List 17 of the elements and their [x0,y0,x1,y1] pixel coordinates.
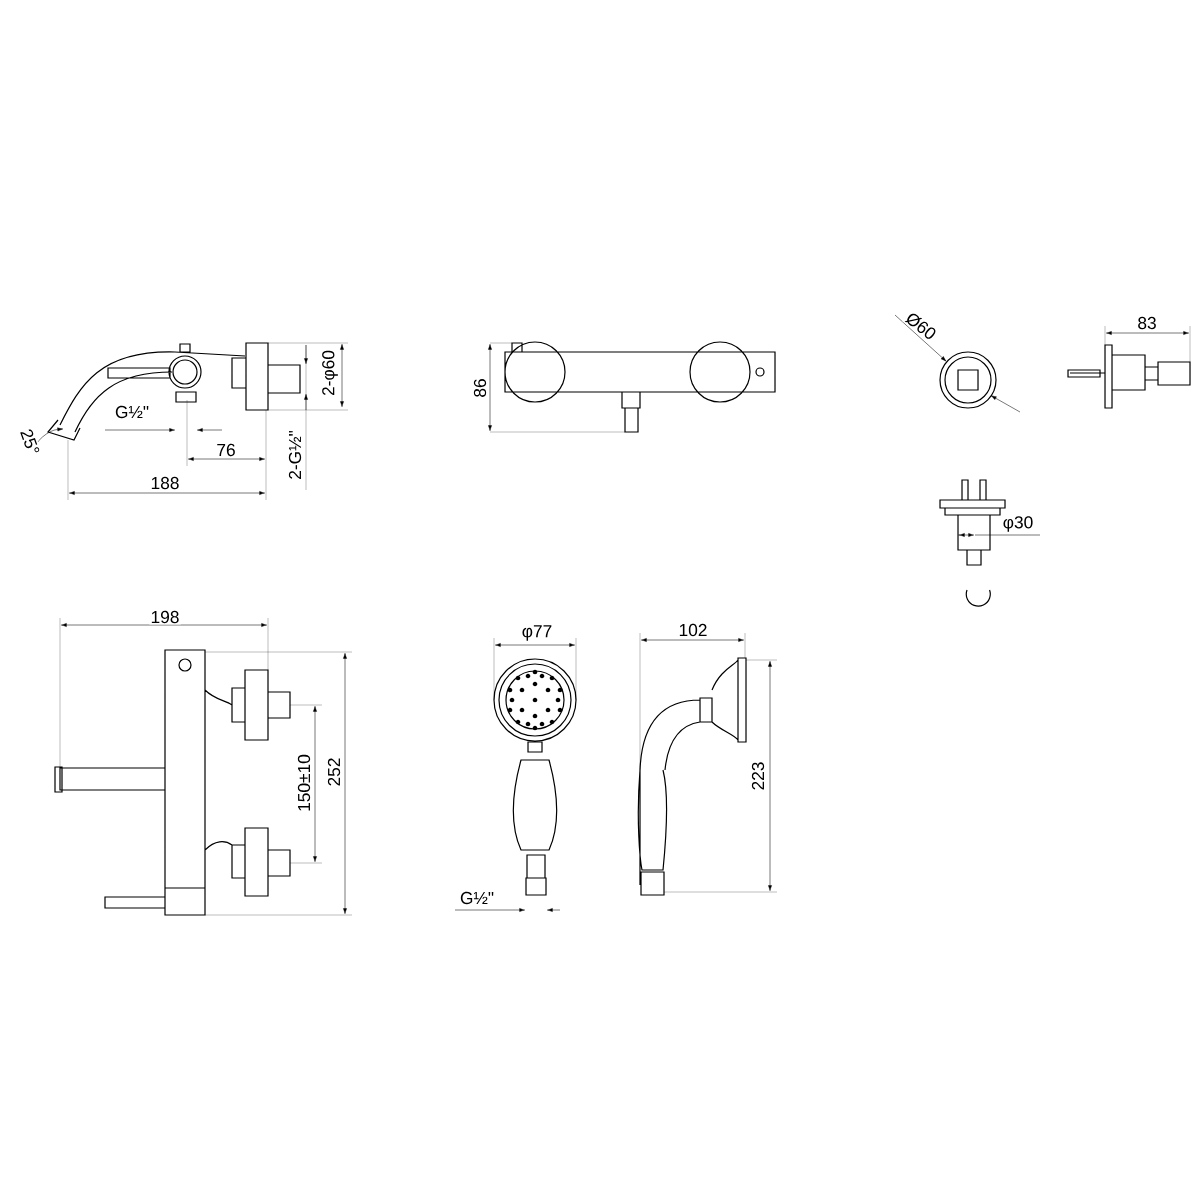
dimension-label: 188 [149,475,181,491]
dimension-label: Ø60 [902,309,940,344]
dimension-label: 198 [149,609,181,625]
dimension-label: 83 [1136,315,1158,331]
dimension-label: 2-G½" [287,428,303,482]
dimension-label: G½" [458,890,496,906]
dimension-label: 76 [215,442,237,458]
dimension-label: 86 [472,377,488,399]
dimension-label: 2-φ60 [320,348,340,398]
dimension-label: 150±10 [296,752,312,814]
dimension-label: 102 [677,622,709,638]
dimension-label: 25° [18,425,42,459]
dimension-label: 252 [326,756,342,788]
dimension-label: φ30 [1001,514,1035,534]
dimension-label: 223 [750,760,766,792]
dimension-label: φ77 [520,623,554,643]
dimension-label: G½" [113,404,151,420]
